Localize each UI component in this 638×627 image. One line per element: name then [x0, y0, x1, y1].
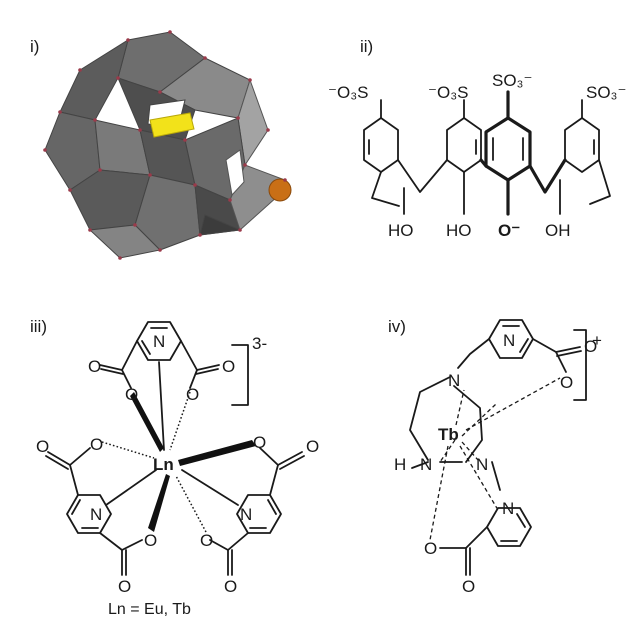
- sulfonate-midleft-label: ⁻O₃S: [428, 83, 468, 102]
- atom-o-bottom-right-carbonyl: O: [224, 577, 237, 596]
- macrocycle-complex: [409, 319, 582, 576]
- panel-label-i: i): [30, 37, 39, 56]
- atom-o-bottom-left-carbonyl: O: [118, 577, 131, 596]
- atom-n-pyridine-bottom: N: [502, 499, 514, 518]
- panel-label-iii: iii): [30, 317, 47, 336]
- atom-o-left: O: [90, 435, 103, 454]
- metal-ln: Ln: [153, 455, 174, 474]
- panel-i: i): [30, 30, 292, 260]
- atom-o-right: O: [253, 433, 266, 452]
- atom-o-top-carbonyl: O: [584, 337, 597, 356]
- atom-o-top-left: O: [125, 385, 138, 404]
- panel-ii: ii): [328, 37, 626, 240]
- metal-tb: Tb: [438, 425, 459, 444]
- calixarene-structure: [363, 90, 611, 216]
- atom-n-right: N: [240, 505, 252, 524]
- dipicolinate-complex: [45, 321, 305, 576]
- polyoxometalate-cluster: [43, 30, 292, 260]
- panel-label-ii: ii): [360, 37, 373, 56]
- atom-n-pyridine-top: N: [503, 331, 515, 350]
- atom-h: H: [394, 455, 406, 474]
- lanthanide-caption: Ln = Eu, Tb: [108, 601, 191, 618]
- panel-iv: iv) +: [388, 317, 602, 596]
- atom-n-macrocycle-right: N: [476, 455, 488, 474]
- panel-iii: iii) 3-: [30, 317, 319, 618]
- atom-o-bottom-left: O: [144, 531, 157, 550]
- orange-atom: [268, 178, 292, 202]
- sulfonate-left-label: ⁻O₃S: [328, 83, 368, 102]
- sulfonate-right-label: SO₃⁻: [586, 83, 626, 102]
- atom-o-left-carbonyl: O: [36, 437, 49, 456]
- oxide-label: O⁻: [498, 221, 520, 240]
- atom-n-macrocycle-left: N: [420, 455, 432, 474]
- atom-o-bottom-carbonyl: O: [462, 577, 475, 596]
- atom-o-top-right: O: [186, 385, 199, 404]
- complex-charge-iv: +: [592, 331, 602, 350]
- panel-label-iv: iv): [388, 317, 406, 336]
- atom-o-bottom-right: O: [200, 531, 213, 550]
- sulfonate-midright-label: SO₃⁻: [492, 71, 532, 90]
- atom-n-macrocycle-top: N: [448, 371, 460, 390]
- atom-n-top: N: [153, 332, 165, 351]
- atom-o-bottom: O: [424, 539, 437, 558]
- atom-o-top-left-carbonyl: O: [88, 357, 101, 376]
- atom-o-top-right-carbonyl: O: [222, 357, 235, 376]
- hydroxy-label-3: OH: [545, 221, 571, 240]
- hydroxy-label-1: HO: [388, 221, 414, 240]
- complex-charge-iii: 3-: [252, 334, 267, 353]
- atom-n-left: N: [90, 505, 102, 524]
- hydroxy-label-2: HO: [446, 221, 472, 240]
- atom-o-right-carbonyl: O: [306, 437, 319, 456]
- atom-o-top: O: [560, 373, 573, 392]
